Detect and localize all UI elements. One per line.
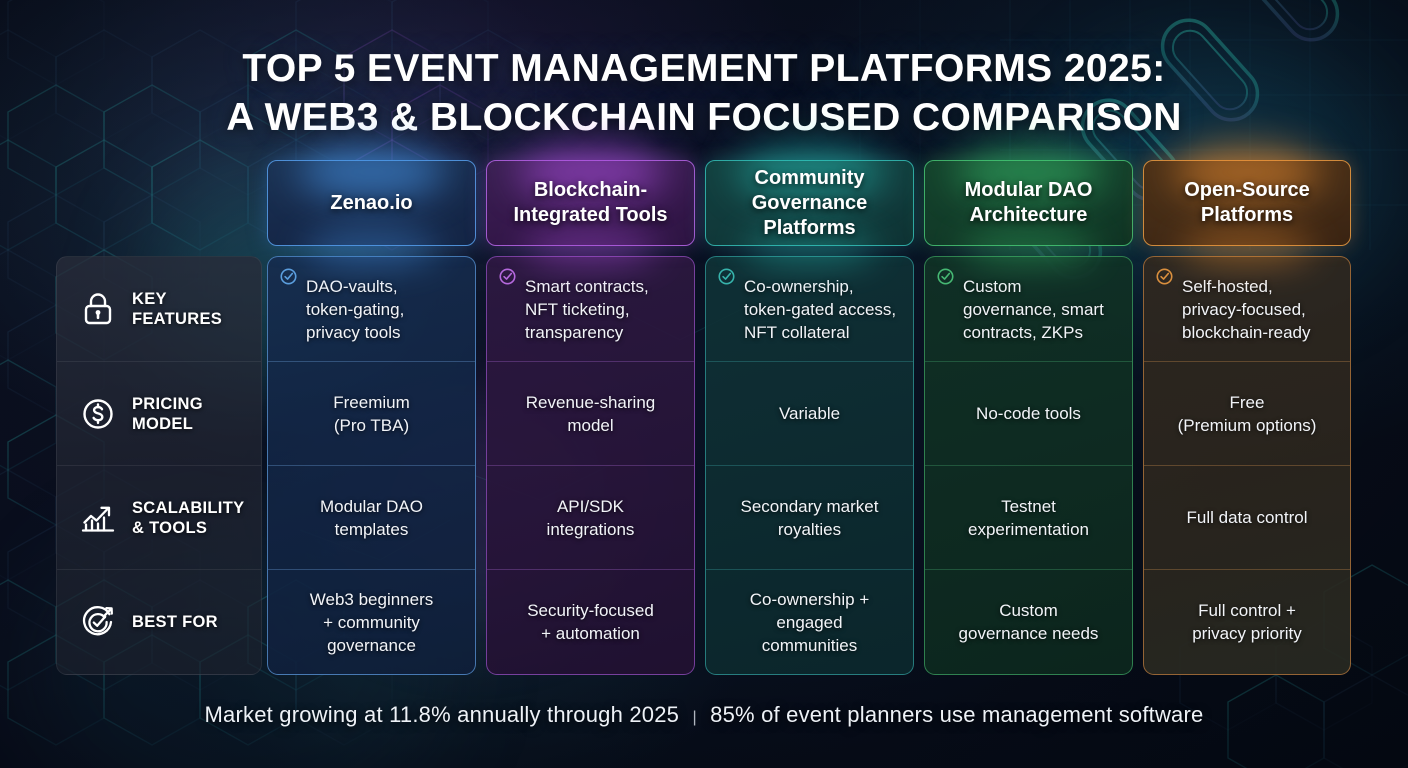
cell-text: Co-ownership,token-gated access,NFT coll… <box>744 276 897 342</box>
dollar-circle-icon <box>77 393 119 435</box>
category-label: SCALABILITY& TOOLS <box>132 498 245 537</box>
table-row-scalability-tools: SCALABILITY& TOOLS <box>57 465 261 569</box>
comparison-table: Zenao.io Blockchain-Integrated Tools Com… <box>56 160 1356 675</box>
category-label: BEST FOR <box>132 613 218 631</box>
column-header-blockchain-integrated-tools[interactable]: Blockchain-Integrated Tools <box>486 160 695 246</box>
data-column-community-governance-platforms: Co-ownership,token-gated access,NFT coll… <box>705 256 914 675</box>
table-cell: Freemium(Pro TBA) <box>268 361 475 465</box>
cell-text: Self-hosted,privacy-focused,blockchain-r… <box>1182 276 1311 342</box>
column-header-zenao-io[interactable]: Zenao.io <box>267 160 476 246</box>
table-cell: Security-focused+ automation <box>487 569 694 674</box>
footer-stat-left: Market growing at 11.8% annually through… <box>204 702 680 727</box>
table-cell: Self-hosted,privacy-focused,blockchain-r… <box>1144 257 1350 361</box>
table-cell: Full control +privacy priority <box>1144 569 1350 674</box>
cell-text: DAO-vaults,token-gating,privacy tools <box>306 276 405 342</box>
footer-stat-right: 85% of event planners use management sof… <box>710 702 1204 727</box>
page-title: TOP 5 EVENT MANAGEMENT PLATFORMS 2025: A… <box>0 44 1408 142</box>
data-column-open-source-platforms: Self-hosted,privacy-focused,blockchain-r… <box>1143 256 1351 675</box>
footer-separator: | <box>692 709 697 726</box>
header-corner-spacer <box>56 160 262 252</box>
table-cell: DAO-vaults,token-gating,privacy tools <box>268 257 475 361</box>
check-circle-icon <box>717 267 736 286</box>
column-header-label: Blockchain-Integrated Tools <box>513 179 668 226</box>
table-cell: Variable <box>706 361 913 465</box>
column-header-label: Zenao.io <box>330 191 413 214</box>
data-column-zenao-io: DAO-vaults,token-gating,privacy tools Fr… <box>267 256 476 675</box>
check-circle-icon <box>279 267 298 286</box>
check-circle-icon <box>936 267 955 286</box>
table-cell: Co-ownership,token-gated access,NFT coll… <box>706 257 913 361</box>
target-icon <box>77 601 119 643</box>
data-column-blockchain-integrated-tools: Smart contracts,NFT ticketing,transparen… <box>486 256 695 675</box>
table-row-best-for: BEST FOR <box>57 569 261 674</box>
table-cell: No-code tools <box>925 361 1132 465</box>
table-header-row: Zenao.io Blockchain-Integrated Tools Com… <box>56 160 1356 252</box>
lock-icon <box>77 288 119 330</box>
footer-stats: Market growing at 11.8% annually through… <box>0 702 1408 728</box>
cell-text: Smart contracts,NFT ticketing,transparen… <box>525 276 649 342</box>
table-cell: Full data control <box>1144 465 1350 569</box>
title-line-2: A WEB3 & BLOCKCHAIN FOCUSED COMPARISON <box>226 96 1182 139</box>
table-cell: Smart contracts,NFT ticketing,transparen… <box>487 257 694 361</box>
check-circle-icon <box>498 267 517 286</box>
title-line-1: TOP 5 EVENT MANAGEMENT PLATFORMS 2025: <box>242 47 1166 90</box>
growth-chart-icon <box>77 497 119 539</box>
table-cell: Free(Premium options) <box>1144 361 1350 465</box>
check-circle-icon <box>1155 267 1174 286</box>
